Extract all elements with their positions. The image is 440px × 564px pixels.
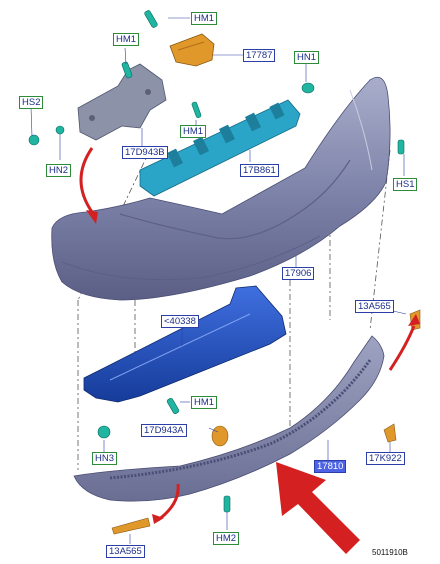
label-hn2: HN2 xyxy=(46,164,72,177)
reinforcement-beam-40338 xyxy=(83,285,287,403)
diagram-reference-number: 5011910B xyxy=(372,548,408,557)
label-17906: 17906 xyxy=(282,267,315,280)
label-13a565-left: 13A565 xyxy=(106,545,145,558)
label-17d943b: 17D943B xyxy=(122,146,168,159)
label-17810: 17810 xyxy=(314,460,347,473)
label-hm1-mid: HM1 xyxy=(180,125,207,138)
label-40338: <40338 xyxy=(161,315,199,328)
lower-valance-17810 xyxy=(73,335,385,502)
label-17d943a: 17D943A xyxy=(141,424,187,437)
label-hn1: HN1 xyxy=(294,51,320,64)
label-hs2: HS2 xyxy=(19,96,44,109)
label-17k922: 17K922 xyxy=(366,452,405,465)
label-hm1-left: HM1 xyxy=(113,33,140,46)
label-hm1-lower: HM1 xyxy=(191,396,218,409)
bracket-17d943b xyxy=(77,63,167,141)
label-17787: 17787 xyxy=(243,49,276,62)
bumper-cover-17906 xyxy=(51,76,391,301)
label-hm1-top: HM1 xyxy=(191,12,218,25)
absorber-17b861 xyxy=(139,99,301,197)
label-hm2: HM2 xyxy=(213,532,240,545)
bracket-17787 xyxy=(169,33,215,67)
label-hs1: HS1 xyxy=(393,178,418,191)
label-17b861: 17B861 xyxy=(240,164,279,177)
label-13a565-right: 13A565 xyxy=(355,300,394,313)
label-hn3: HN3 xyxy=(92,452,118,465)
fasteners xyxy=(28,10,405,513)
red-arrows xyxy=(79,147,420,554)
